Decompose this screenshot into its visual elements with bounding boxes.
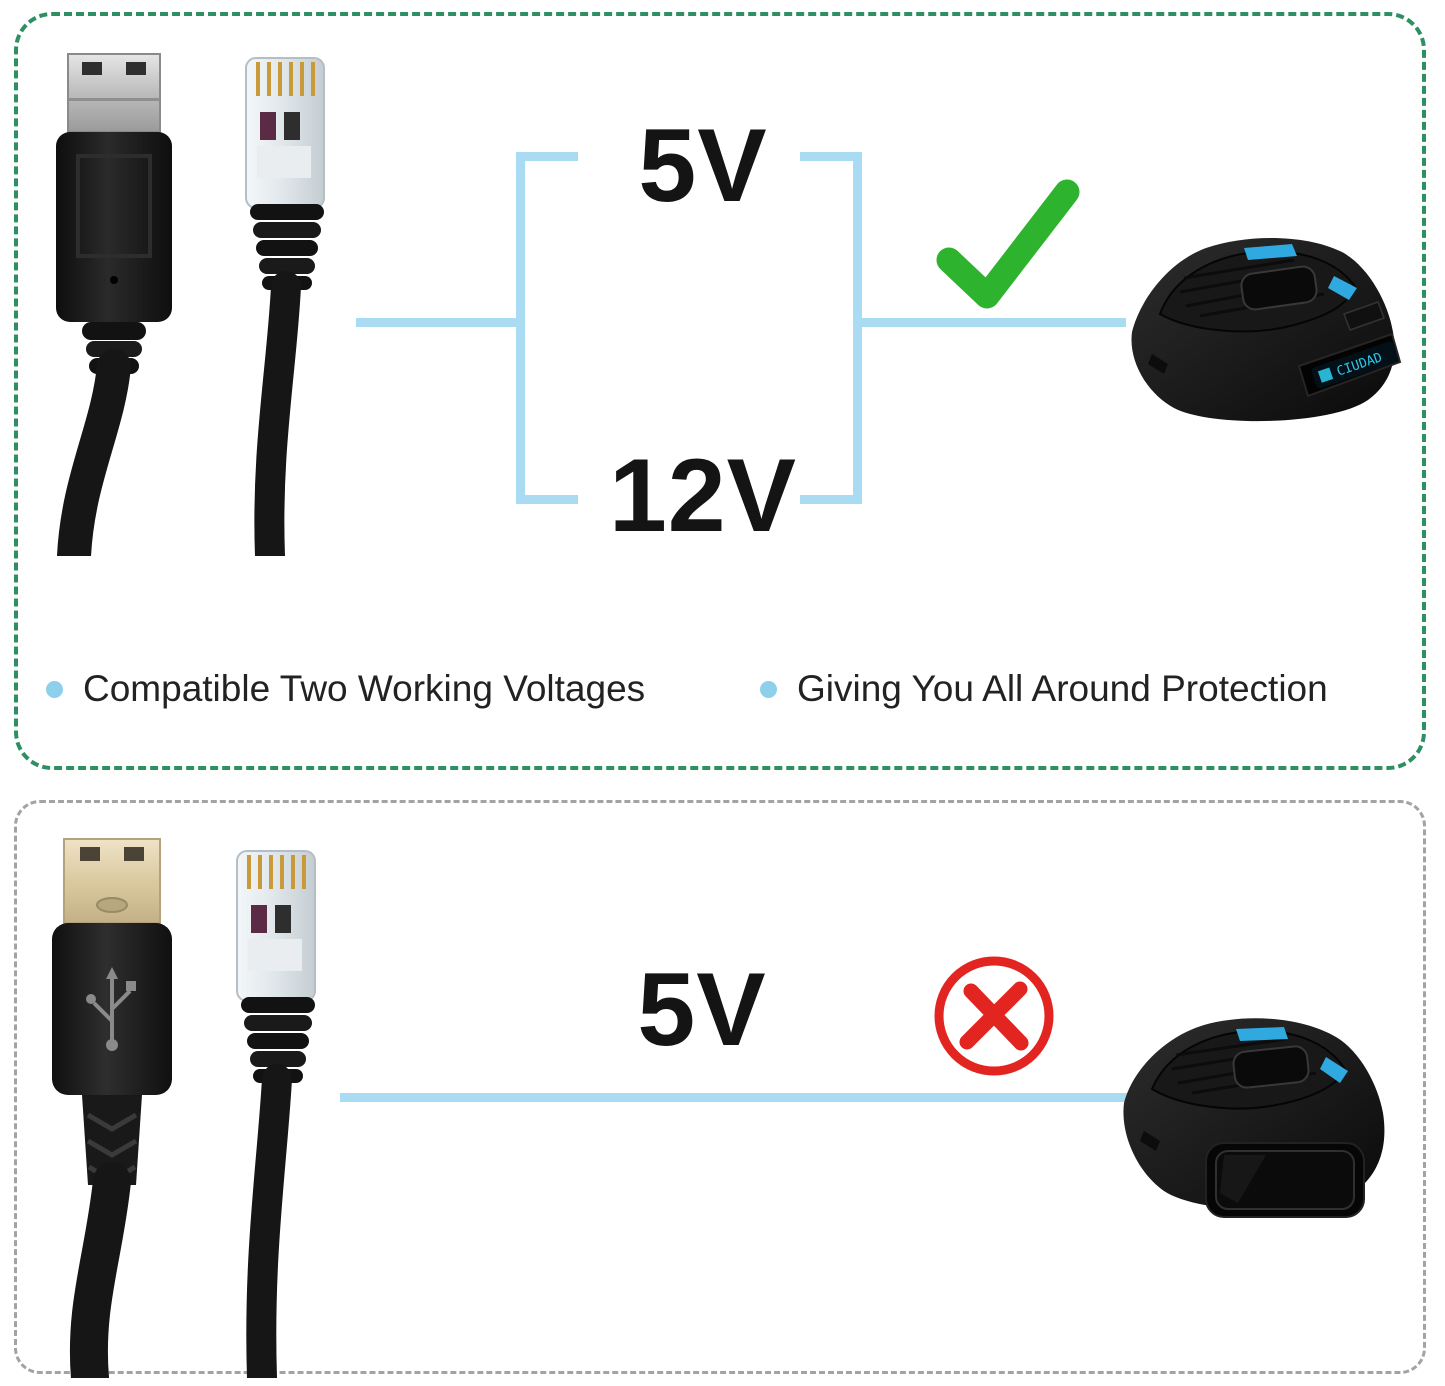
rj11-connector-icon: [236, 850, 316, 1378]
usb-rj11-cable-image: [56, 53, 325, 556]
panel-single-voltage: 5V: [14, 800, 1426, 1378]
bullet-dot-icon: [46, 680, 63, 698]
caption-voltages: Compatible Two Working Voltages: [46, 668, 645, 710]
device-blue-accent: [1236, 1027, 1288, 1041]
radar-detector-image: CIUDAD: [1131, 237, 1402, 422]
rj11-connector-icon: [245, 57, 325, 556]
usb-connector-icon: [56, 53, 172, 556]
panel-dual-voltage: 5V 12V: [14, 12, 1426, 770]
connector-line-right: [862, 318, 1126, 327]
device-front-lens: [1205, 1142, 1365, 1218]
device-center-button: [1232, 1045, 1310, 1089]
check-icon: [936, 179, 1080, 309]
device-blue-accent: [1320, 1057, 1348, 1083]
voltage-bracket-left: [516, 152, 578, 504]
caption-protection: Giving You All Around Protection: [760, 668, 1328, 710]
voltage-bracket-right: [800, 152, 862, 504]
connector-line: [340, 1093, 1140, 1102]
radar-detector-image: [1123, 1018, 1385, 1218]
cross-icon: [934, 956, 1054, 1076]
bullet-dot-icon: [760, 680, 777, 698]
device-center-button: [1240, 265, 1318, 311]
caption-protection-label: Giving You All Around Protection: [797, 668, 1328, 709]
voltage-label-5v: 5V: [638, 108, 768, 224]
voltage-label-12v: 12V: [608, 438, 798, 554]
voltage-label-5v: 5V: [637, 952, 767, 1068]
usb-trident-icon: [92, 975, 132, 1041]
device-blue-accent: [1244, 244, 1297, 260]
connector-line-left: [356, 318, 516, 327]
device-blue-accent: [1328, 276, 1357, 300]
usb-rj11-cable-image: [52, 838, 316, 1378]
caption-voltages-label: Compatible Two Working Voltages: [83, 668, 646, 709]
usb-connector-icon: [52, 838, 172, 1378]
